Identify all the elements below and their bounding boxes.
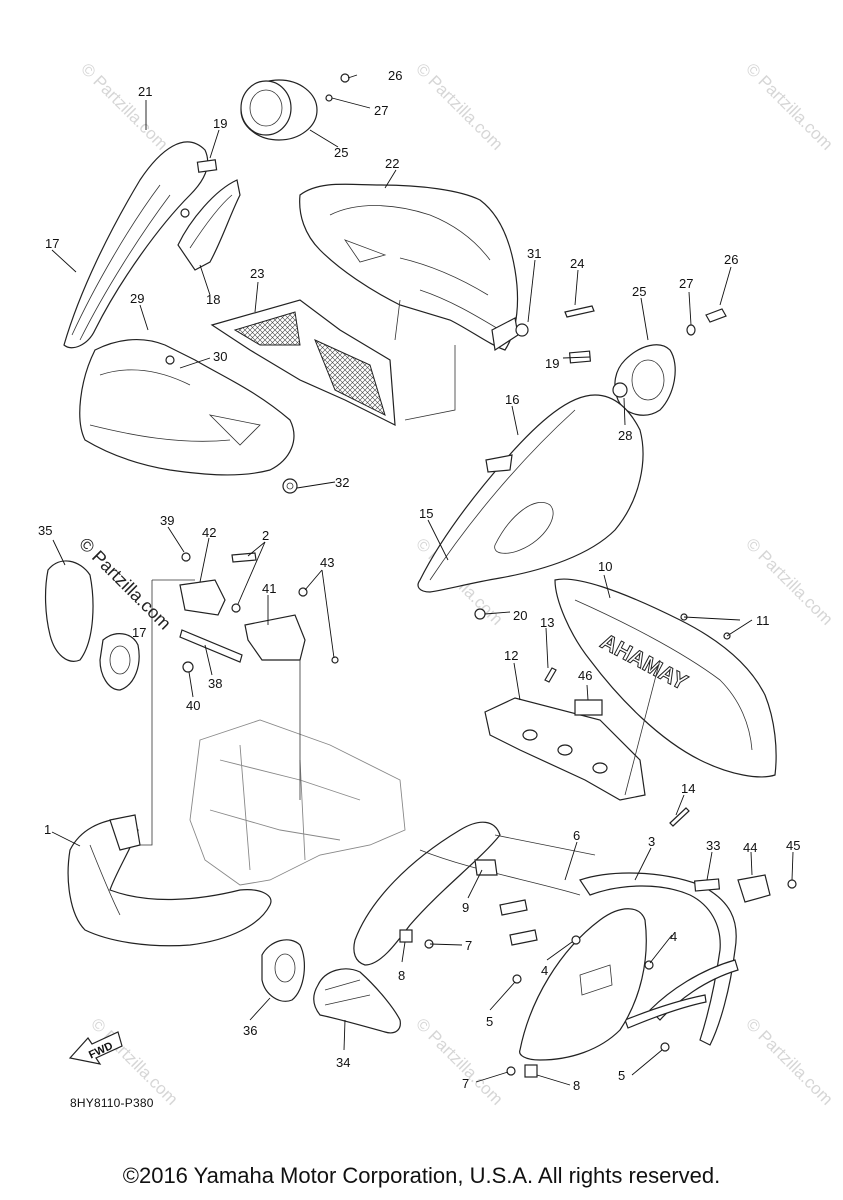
part-12-bracket — [484, 667, 690, 827]
callout-21: 21 — [138, 84, 152, 99]
callout-40: 40 — [186, 698, 200, 713]
callout-19: 19 — [545, 356, 559, 371]
bracket-group-left — [44, 552, 339, 691]
hull-frame-outline — [189, 719, 406, 886]
callout-43: 43 — [320, 555, 334, 570]
callout-45: 45 — [786, 838, 800, 853]
callout-4: 4 — [541, 963, 548, 978]
part-6-panel-front — [519, 908, 647, 1061]
callout-16: 16 — [505, 392, 519, 407]
callout-6: 6 — [573, 828, 580, 843]
callout-29: 29 — [130, 291, 144, 306]
watermark: © Partzilla.com — [742, 1014, 836, 1108]
callout-42: 42 — [202, 525, 216, 540]
part-34-funnel — [313, 968, 401, 1034]
callout-3: 3 — [648, 834, 655, 849]
callout-13: 13 — [540, 615, 554, 630]
part-29-lower-duct — [79, 339, 298, 494]
callout-2: 2 — [262, 528, 269, 543]
callout-8: 8 — [573, 1078, 580, 1093]
callout-5: 5 — [618, 1068, 625, 1083]
callout-39: 39 — [160, 513, 174, 528]
callout-15: 15 — [419, 506, 433, 521]
fwd-arrow-icon: FWD — [68, 1031, 123, 1065]
watermark: © Partzilla.com — [87, 1014, 181, 1108]
part-6-cover — [353, 821, 596, 966]
callout-26: 26 — [724, 252, 738, 267]
part-19-pad — [196, 159, 218, 173]
callout-20: 20 — [513, 608, 527, 623]
callout-12: 12 — [504, 648, 518, 663]
callout-32: 32 — [335, 475, 349, 490]
part-18-duct — [177, 179, 241, 271]
callout-30: 30 — [213, 349, 227, 364]
watermark: © Partzilla.com — [742, 59, 836, 153]
callout-5: 5 — [486, 1014, 493, 1029]
callout-33: 33 — [706, 838, 720, 853]
callout-27: 27 — [679, 276, 693, 291]
part-1-front-nose — [67, 814, 272, 947]
part-3-rail — [579, 872, 739, 1046]
callout-labels: 1 2 3 4 4 5 5 6 7 7 8 8 9 10 11 12 13 14… — [38, 68, 800, 1093]
callout-4: 4 — [670, 929, 677, 944]
part-15-16-side-panel — [417, 394, 644, 620]
callout-22: 22 — [385, 156, 399, 171]
callout-9: 9 — [462, 900, 469, 915]
callout-17: 17 — [132, 625, 146, 640]
hardware-upper-right — [515, 305, 727, 416]
watermark: © Partzilla.com — [412, 59, 506, 153]
callout-28: 28 — [618, 428, 632, 443]
callout-11: 11 — [756, 613, 770, 628]
watermark: © Partzilla.com — [77, 59, 171, 153]
callout-26: 26 — [388, 68, 402, 83]
callout-7: 7 — [462, 1076, 469, 1091]
callout-18: 18 — [206, 292, 220, 307]
callout-19: 19 — [213, 116, 227, 131]
callout-41: 41 — [262, 581, 276, 596]
callout-35: 35 — [38, 523, 52, 538]
callout-10: 10 — [598, 559, 612, 574]
callout-36: 36 — [243, 1023, 257, 1038]
part-25-ring — [240, 73, 350, 141]
callout-38: 38 — [208, 676, 222, 691]
callout-8: 8 — [398, 968, 405, 983]
copyright-notice: ©2016 Yamaha Motor Corporation, U.S.A. A… — [122, 1163, 721, 1188]
callout-14: 14 — [681, 781, 695, 796]
callout-25: 25 — [632, 284, 646, 299]
callout-34: 34 — [336, 1055, 350, 1070]
reference-code: 8HY8110-P380 — [70, 1096, 154, 1110]
callout-27: 27 — [374, 103, 388, 118]
callout-1: 1 — [44, 822, 51, 837]
callout-7: 7 — [465, 938, 472, 953]
leader-lines — [51, 74, 794, 1086]
callout-24: 24 — [570, 256, 584, 271]
part-36-cap — [261, 939, 306, 1002]
callout-44: 44 — [743, 840, 757, 855]
part-23-mesh-panel — [210, 299, 396, 427]
callout-17: 17 — [45, 236, 59, 251]
part-10-bow-panel: YAMAHA — [554, 578, 777, 778]
callout-46: 46 — [578, 668, 592, 683]
callout-23: 23 — [250, 266, 264, 281]
callout-25: 25 — [334, 145, 348, 160]
callout-31: 31 — [527, 246, 541, 261]
small-hardware-lower — [399, 859, 797, 1078]
